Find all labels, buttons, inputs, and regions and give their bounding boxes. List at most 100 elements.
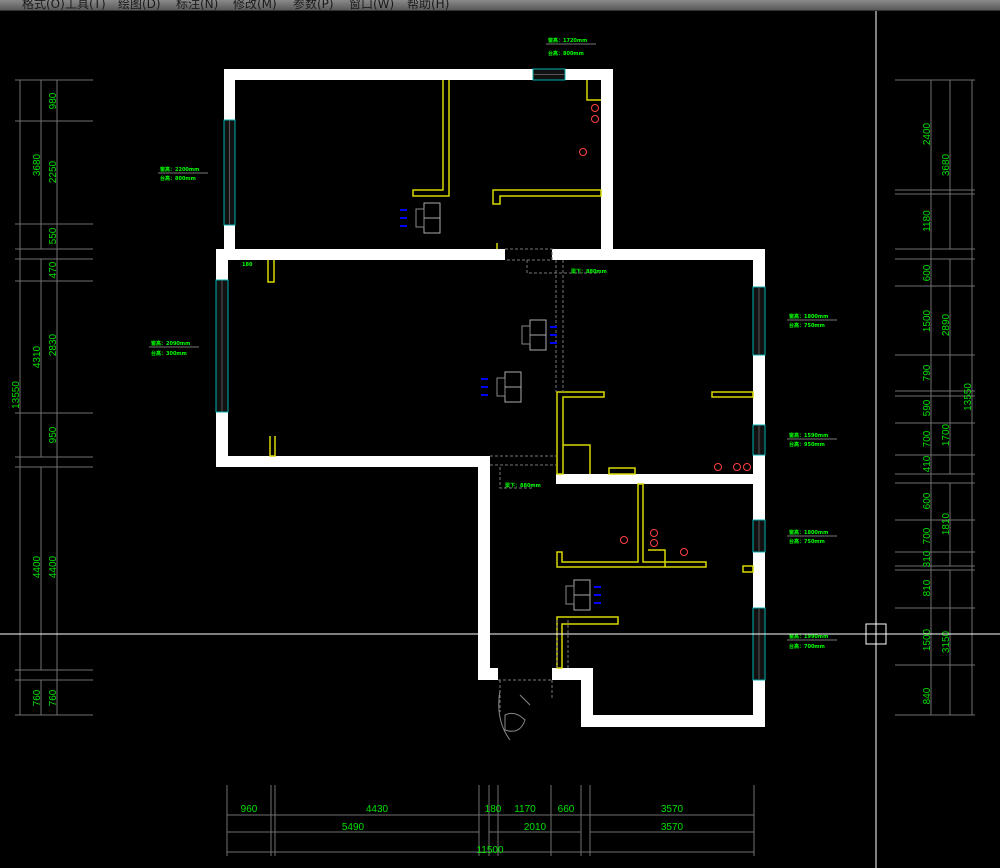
fixtures [400, 104, 751, 741]
window-note: 窗高：1590mm [789, 432, 828, 439]
dimension-text-left: 13550 [11, 381, 22, 409]
beam-line [505, 248, 553, 261]
light-icon [579, 148, 587, 156]
dimension-text-left: 3680 [32, 153, 43, 176]
ac-chair [565, 585, 575, 605]
air-conditioner [521, 319, 557, 351]
window-note: 台高：700mm [789, 643, 825, 650]
window-note: 台高：800mm [548, 50, 584, 57]
window-note: 180 [242, 262, 253, 268]
wall [478, 456, 490, 680]
beam-line [498, 679, 553, 712]
partition-wall [267, 260, 275, 283]
partition-wall [711, 391, 754, 398]
window-notes: 窗高：1720mm台高：800mm窗高：2200mm台高：800mm窗高：209… [149, 37, 837, 650]
dimension-text-right: 410 [922, 455, 933, 472]
partition-wall [556, 483, 707, 568]
light-icon [650, 529, 658, 537]
partition-wall [556, 616, 619, 669]
wall [478, 668, 498, 680]
dimension-text-right: 310 [922, 550, 933, 567]
wall [581, 715, 765, 727]
beam-line [555, 260, 564, 392]
dimension-text-left: 760 [32, 689, 43, 706]
dimension-text-right: 1810 [941, 512, 952, 535]
partition-wall [556, 391, 605, 475]
dimension-text-left: 950 [48, 426, 59, 443]
dimension-text-right: 810 [922, 579, 933, 596]
dimension-text-left: 4310 [32, 345, 43, 368]
dimension-texts: 1355036804310440076098022505504702830950… [11, 92, 974, 856]
dimension-text-bottom: 3570 [661, 822, 684, 833]
windows [215, 68, 766, 681]
window-note: 台高：750mm [789, 538, 825, 545]
crosshair-cursor [0, 11, 1000, 868]
partition-wall [648, 549, 666, 567]
dimension-text-right: 790 [922, 364, 933, 381]
menu-item[interactable]: 格式(O) [22, 0, 65, 11]
window-note: 梁下：880mm [504, 482, 541, 489]
menu-bar: 格式(O)工具(T) 绘图(D) 标注(N) 修改(M) 参数(P) 窗口(W) 帮助(H) [0, 0, 1000, 11]
ac-chair [415, 208, 425, 228]
menu-item[interactable]: 窗口(W) [349, 0, 395, 11]
dimension-text-right: 1500 [922, 309, 933, 332]
dimension-text-bottom: 960 [241, 804, 258, 815]
cad-drawing-canvas[interactable]: 1355036804310440076098022505504702830950… [0, 11, 1000, 868]
partitions [267, 80, 754, 669]
light-icon [714, 463, 722, 471]
ac-chair [496, 377, 506, 397]
dimension-text-left: 470 [48, 261, 59, 278]
partition-wall [586, 80, 601, 101]
beam-line [499, 467, 532, 489]
dimension-text-right: 3150 [941, 630, 952, 653]
dimension-text-bottom: 3570 [661, 804, 684, 815]
light-icon [680, 548, 688, 556]
dimension-text-bottom: 4430 [366, 804, 389, 815]
light-icon [733, 463, 741, 471]
menu-item[interactable]: 参数(P) [293, 0, 334, 11]
menu-item[interactable]: 修改(M) [233, 0, 277, 11]
dimension-text-right: 2890 [941, 313, 952, 336]
dimension-text-right: 700 [922, 430, 933, 447]
partition-wall [563, 444, 591, 474]
beam-line [526, 260, 600, 274]
dimension-text-right: 2400 [922, 122, 933, 145]
window-note: 台高：300mm [151, 350, 187, 357]
menu-item[interactable]: 帮助(H) [407, 0, 450, 11]
dimension-text-right: 600 [922, 492, 933, 509]
dimension-text-left: 550 [48, 227, 59, 244]
wall [556, 474, 765, 484]
dimension-text-right: 3680 [941, 153, 952, 176]
dimension-text-right: 1500 [922, 628, 933, 651]
window-note: 窗高：1800mm [789, 529, 828, 536]
window-note: 窗高：2090mm [151, 340, 190, 347]
dimension-text-bottom: 2010 [524, 822, 547, 833]
window-note: 窗高：1800mm [789, 313, 828, 320]
walls [216, 69, 765, 727]
dimension-text-bottom: 660 [558, 804, 575, 815]
air-conditioner [481, 371, 522, 403]
beam-line [556, 620, 569, 668]
dimension-text-left: 760 [48, 689, 59, 706]
window-note: 梁下：880mm [570, 268, 607, 275]
menu-item[interactable]: 标注(N) [176, 0, 219, 11]
window-note: 窗高：1720mm [548, 37, 587, 44]
beam-line [490, 455, 556, 466]
dimension-text-bottom: 180 [485, 804, 502, 815]
wall [216, 456, 490, 467]
dimension-text-right: 13550 [963, 383, 974, 411]
window-note: 窗高：2200mm [160, 166, 199, 173]
wall [601, 69, 613, 250]
wall [552, 249, 765, 260]
window-note: 台高：750mm [789, 322, 825, 329]
window-note: 台高：950mm [789, 441, 825, 448]
dimension-text-right: 1180 [922, 210, 933, 232]
partition-wall [269, 436, 276, 457]
dimension-text-bottom: 5490 [342, 822, 365, 833]
air-conditioner [565, 579, 601, 611]
menu-item[interactable]: 绘图(D) [118, 0, 161, 11]
menu-item[interactable]: 工具(T) [65, 0, 106, 11]
dimension-text-right: 700 [922, 527, 933, 544]
light-icon [743, 463, 751, 471]
dimension-text-right: 840 [922, 687, 933, 704]
